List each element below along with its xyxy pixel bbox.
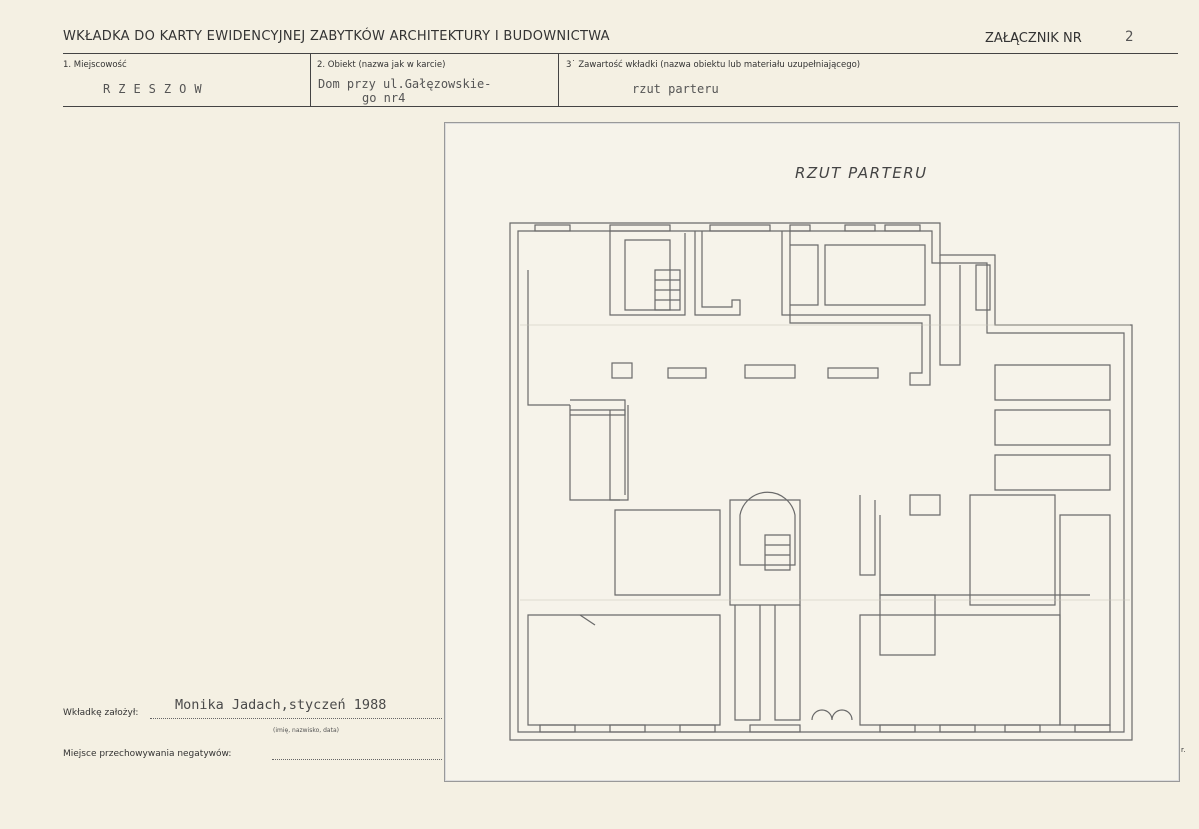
locality-value: RZESZOW: [103, 82, 210, 96]
room-west-a: [609, 405, 629, 501]
door-swing-1: [579, 614, 596, 626]
room-east-f: [994, 364, 1111, 401]
wall-west-1: [527, 270, 570, 406]
window-top-6: [884, 224, 921, 232]
header-rule: [63, 53, 1178, 54]
pier-3: [744, 364, 796, 379]
wall-west-2: [569, 405, 620, 501]
window-top-5: [844, 224, 876, 232]
room-north-2: [694, 231, 741, 316]
outer-wall-outline: [509, 222, 1133, 741]
window-bottom-2: [609, 724, 646, 733]
contents-value: rzut parteru: [632, 82, 719, 96]
floor-plan-sheet: [444, 122, 1180, 782]
fields-bottom-rule: [63, 106, 1178, 107]
window-bottom-4: [749, 724, 801, 733]
wall-west-4: [570, 399, 626, 416]
annex-number: 2: [1125, 29, 1134, 45]
wall-east-1: [879, 515, 1090, 596]
annex-label: ZAŁĄCZNIK NR: [985, 31, 1082, 46]
room-west-b: [614, 509, 721, 596]
room-east-c: [879, 594, 936, 656]
window-bottom-6: [939, 724, 976, 733]
field-divider-2: [558, 53, 559, 106]
window-bottom-3: [679, 724, 716, 733]
window-top-4: [789, 224, 811, 232]
room-north-3: [781, 231, 931, 386]
central-passage: [734, 605, 801, 721]
room-southwest: [527, 614, 721, 726]
room-east-a: [859, 495, 876, 576]
room-east-g: [994, 409, 1111, 446]
window-top-3: [709, 224, 771, 232]
negatives-dotted-line: [272, 759, 442, 760]
locality-label: 1. Miejscowość: [63, 60, 127, 70]
founded-dotted-line: [150, 718, 442, 719]
stair-steps: [764, 534, 791, 571]
window-bottom-1: [539, 724, 576, 733]
wall-east-north: [939, 255, 961, 366]
founded-value: Monika Jadach,styczeń 1988: [175, 697, 387, 713]
window-bottom-8: [1074, 724, 1111, 733]
room-southeast: [859, 614, 1061, 726]
window-bottom-5: [879, 724, 916, 733]
founded-label: Wkładkę założył:: [63, 708, 139, 718]
pier-2: [667, 367, 707, 379]
room-north-1: [609, 231, 686, 316]
room-east-b: [909, 494, 941, 516]
plan-title: RZUT PARTERU: [795, 164, 928, 182]
window-top-1: [534, 224, 571, 232]
wall-west-3: [570, 409, 626, 495]
object-label: 2. Obiekt (nazwa jak w karcie): [317, 60, 446, 70]
inner-wall-outline: [517, 230, 1125, 733]
room-east-e: [1059, 514, 1111, 726]
pier-1: [611, 362, 633, 379]
trailing-mark: r.: [1181, 746, 1186, 754]
window-bottom-7: [1004, 724, 1041, 733]
founded-caption: (imię, nazwisko, data): [273, 727, 339, 734]
room-east-h: [994, 454, 1111, 491]
negatives-label: Miejsce przechowywania negatywów:: [63, 749, 232, 759]
floor-plan-drawing: [509, 222, 1133, 741]
object-value-line-2: go nr4: [362, 91, 406, 105]
pier-4: [827, 367, 879, 379]
chimney: [975, 264, 991, 311]
entrance-door: [811, 709, 853, 721]
card-header-title: WKŁADKA DO KARTY EWIDENCYJNEJ ZABYTKÓW A…: [63, 29, 610, 44]
room-north-3a: [790, 244, 819, 306]
stair-north: [654, 269, 681, 311]
window-top-2: [609, 224, 671, 232]
room-north-3b: [824, 244, 926, 306]
spiral-stair: [739, 491, 796, 566]
field-divider-1: [310, 53, 311, 106]
room-east-d: [969, 494, 1056, 606]
contents-label: 3˙ Zawartość wkładki (nazwa obiektu lub …: [566, 60, 861, 70]
object-value-line-1: Dom przy ul.Gałęzowskie-: [318, 77, 492, 91]
